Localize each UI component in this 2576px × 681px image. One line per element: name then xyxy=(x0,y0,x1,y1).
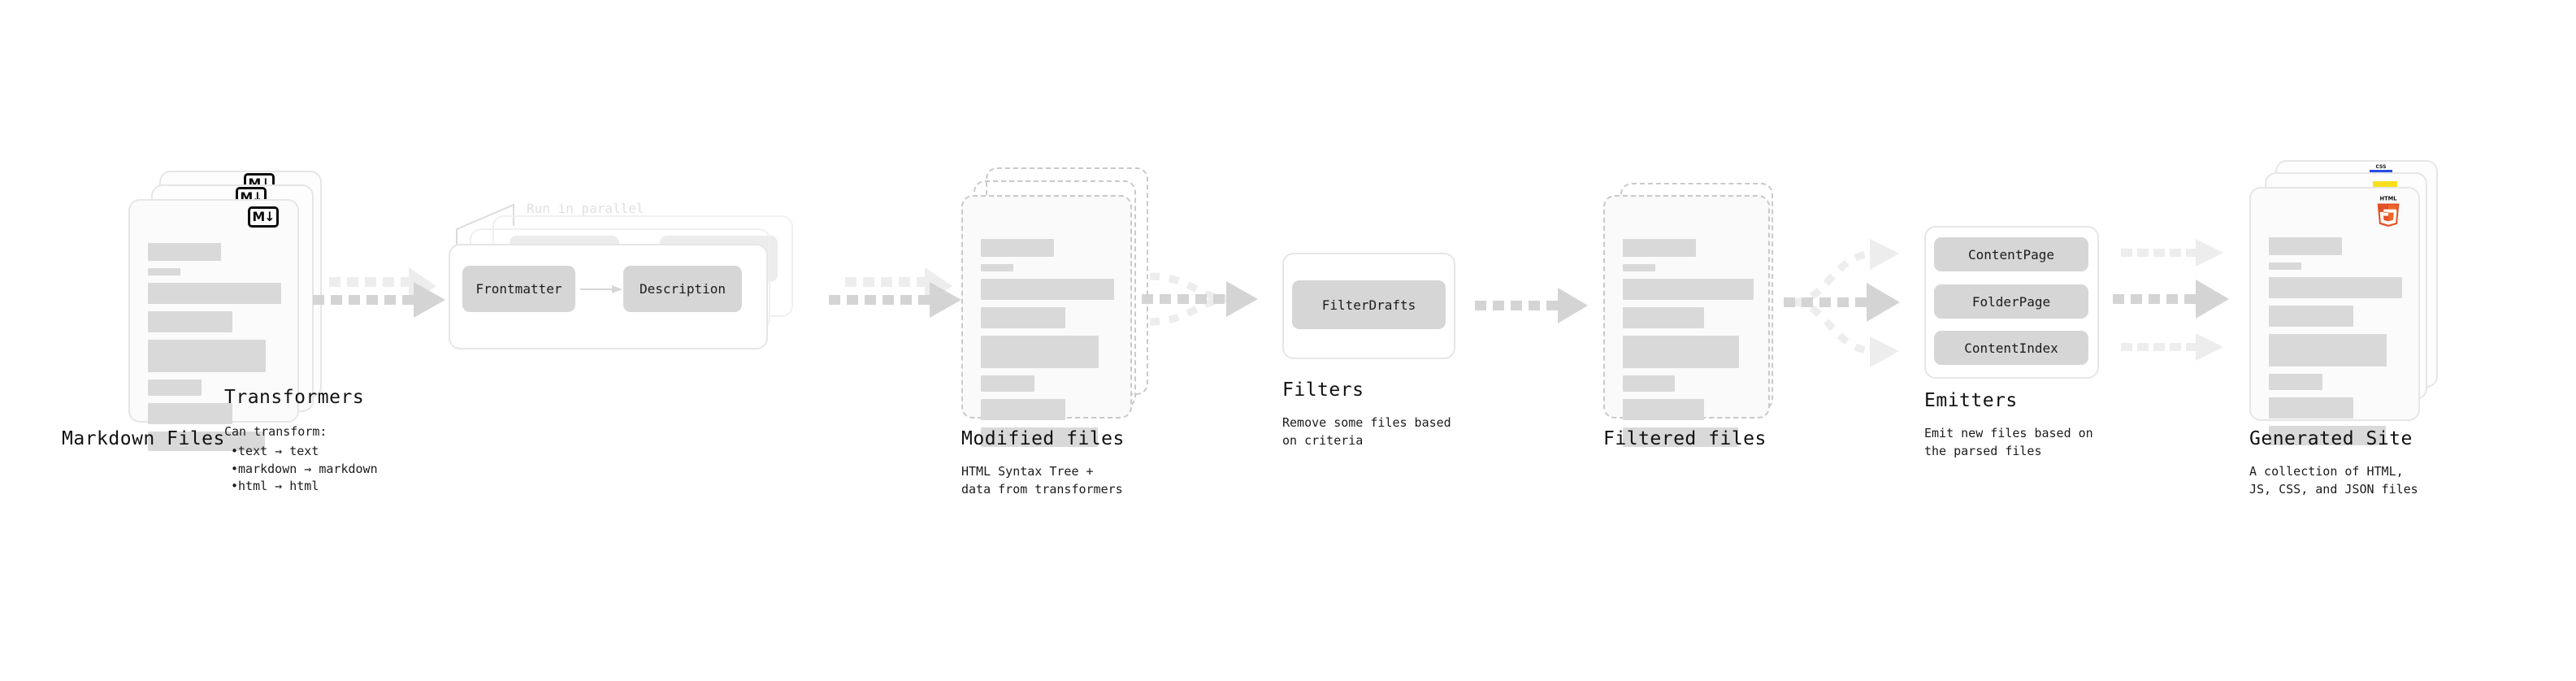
doc-content-lines xyxy=(2269,237,2402,445)
svg-text:HTML: HTML xyxy=(2380,196,2398,202)
stage-title-transformers: Transformers xyxy=(224,387,365,408)
doc-bar xyxy=(981,279,1114,300)
connector-filtered-to-emitters xyxy=(1784,239,1900,367)
stage-title-emitters: Emitters xyxy=(1924,390,2018,411)
doc-bar xyxy=(148,403,232,424)
doc-bar xyxy=(1623,427,1738,447)
doc-content-lines xyxy=(148,243,281,451)
filtered-file-card-front xyxy=(1603,195,1770,447)
doc-content-lines xyxy=(1623,239,1754,447)
doc-bar xyxy=(1623,336,1739,368)
doc-bar xyxy=(981,336,1099,368)
connector-markdown-to-transformers xyxy=(313,267,445,318)
doc-bar xyxy=(1623,264,1655,271)
doc-bar xyxy=(148,243,221,261)
doc-bar xyxy=(148,311,232,332)
doc-bar xyxy=(981,375,1034,392)
stage-subtitle-modified-files: HTML Syntax Tree + data from transformer… xyxy=(961,464,1123,497)
connector-transformers-to-modified xyxy=(829,267,961,318)
stage-title-generated-site: Generated Site xyxy=(2249,428,2413,449)
doc-bar xyxy=(148,268,180,275)
html5-icon: HTML xyxy=(2377,196,2400,228)
css-icon-label: CSS xyxy=(2375,164,2387,170)
doc-bar xyxy=(148,340,266,372)
doc-bar xyxy=(2269,397,2353,419)
connector-emitters-to-site xyxy=(2113,239,2229,361)
doc-bar xyxy=(2269,262,2301,270)
css-icon: CSS xyxy=(2370,165,2392,174)
transformer-pill-frontmatter[interactable]: Frontmatter xyxy=(462,266,575,312)
doc-bar xyxy=(981,239,1054,257)
site-file-card-front xyxy=(2249,187,2420,445)
stage-title-markdown-files: Markdown Files xyxy=(62,428,225,449)
doc-bar xyxy=(1623,375,1675,392)
stage-title-filters: Filters xyxy=(1282,380,1364,401)
doc-bar xyxy=(1623,307,1704,328)
emitter-pill-contentindex[interactable]: ContentIndex xyxy=(1934,331,2088,365)
doc-bar xyxy=(2269,277,2402,298)
doc-bar xyxy=(1623,399,1704,420)
doc-bar xyxy=(1623,279,1754,300)
transformer-pill-description[interactable]: Description xyxy=(623,266,742,312)
stage-subtitle-filters: Remove some files based on criteria xyxy=(1282,415,1451,448)
bullet-item: text → text xyxy=(231,443,378,461)
stage-subtitle-generated-site: A collection of HTML, JS, CSS, and JSON … xyxy=(2249,464,2418,497)
doc-bar xyxy=(981,264,1013,271)
doc-bar xyxy=(2269,374,2322,390)
doc-bar xyxy=(2269,426,2386,445)
stage-subtitle-emitters: Emit new files based on the parsed files xyxy=(1924,426,2093,458)
doc-bar xyxy=(2269,334,2387,367)
filter-pill-filterdrafts[interactable]: FilterDrafts xyxy=(1292,280,1446,329)
doc-bar xyxy=(148,380,202,396)
doc-bar xyxy=(981,427,1098,447)
doc-bar xyxy=(981,307,1065,328)
markdown-icon: M↓ xyxy=(248,206,279,228)
bullets-lead: Can transform: xyxy=(224,424,327,439)
emitter-pill-contentpage[interactable]: ContentPage xyxy=(1934,237,2088,271)
doc-bar xyxy=(2269,237,2342,255)
connector-filters-to-filtered xyxy=(1475,288,1588,323)
bullets-list: text → text markdown → markdown html → h… xyxy=(224,443,378,496)
markdown-file-card-front xyxy=(128,199,299,451)
emitter-pill-folderpage[interactable]: FolderPage xyxy=(1934,284,2088,319)
connector-modified-to-filters xyxy=(1142,272,1258,326)
doc-bar xyxy=(981,399,1065,420)
stage-title-modified-files: Modified files xyxy=(961,428,1125,449)
modified-file-card-front xyxy=(961,195,1132,447)
transformer-inner-arrow-front xyxy=(580,285,622,293)
transformers-bullets: Can transform: text → text markdown → ma… xyxy=(224,423,378,496)
stage-title-filtered-files: Filtered files xyxy=(1603,428,1767,449)
bullet-item: markdown → markdown xyxy=(231,461,378,479)
doc-bar xyxy=(1623,239,1696,257)
bullet-item: html → html xyxy=(231,478,378,496)
doc-content-lines xyxy=(981,239,1114,447)
run-in-parallel-label: Run in parallel xyxy=(527,201,644,216)
doc-bar xyxy=(2269,306,2353,327)
doc-bar xyxy=(148,283,281,304)
